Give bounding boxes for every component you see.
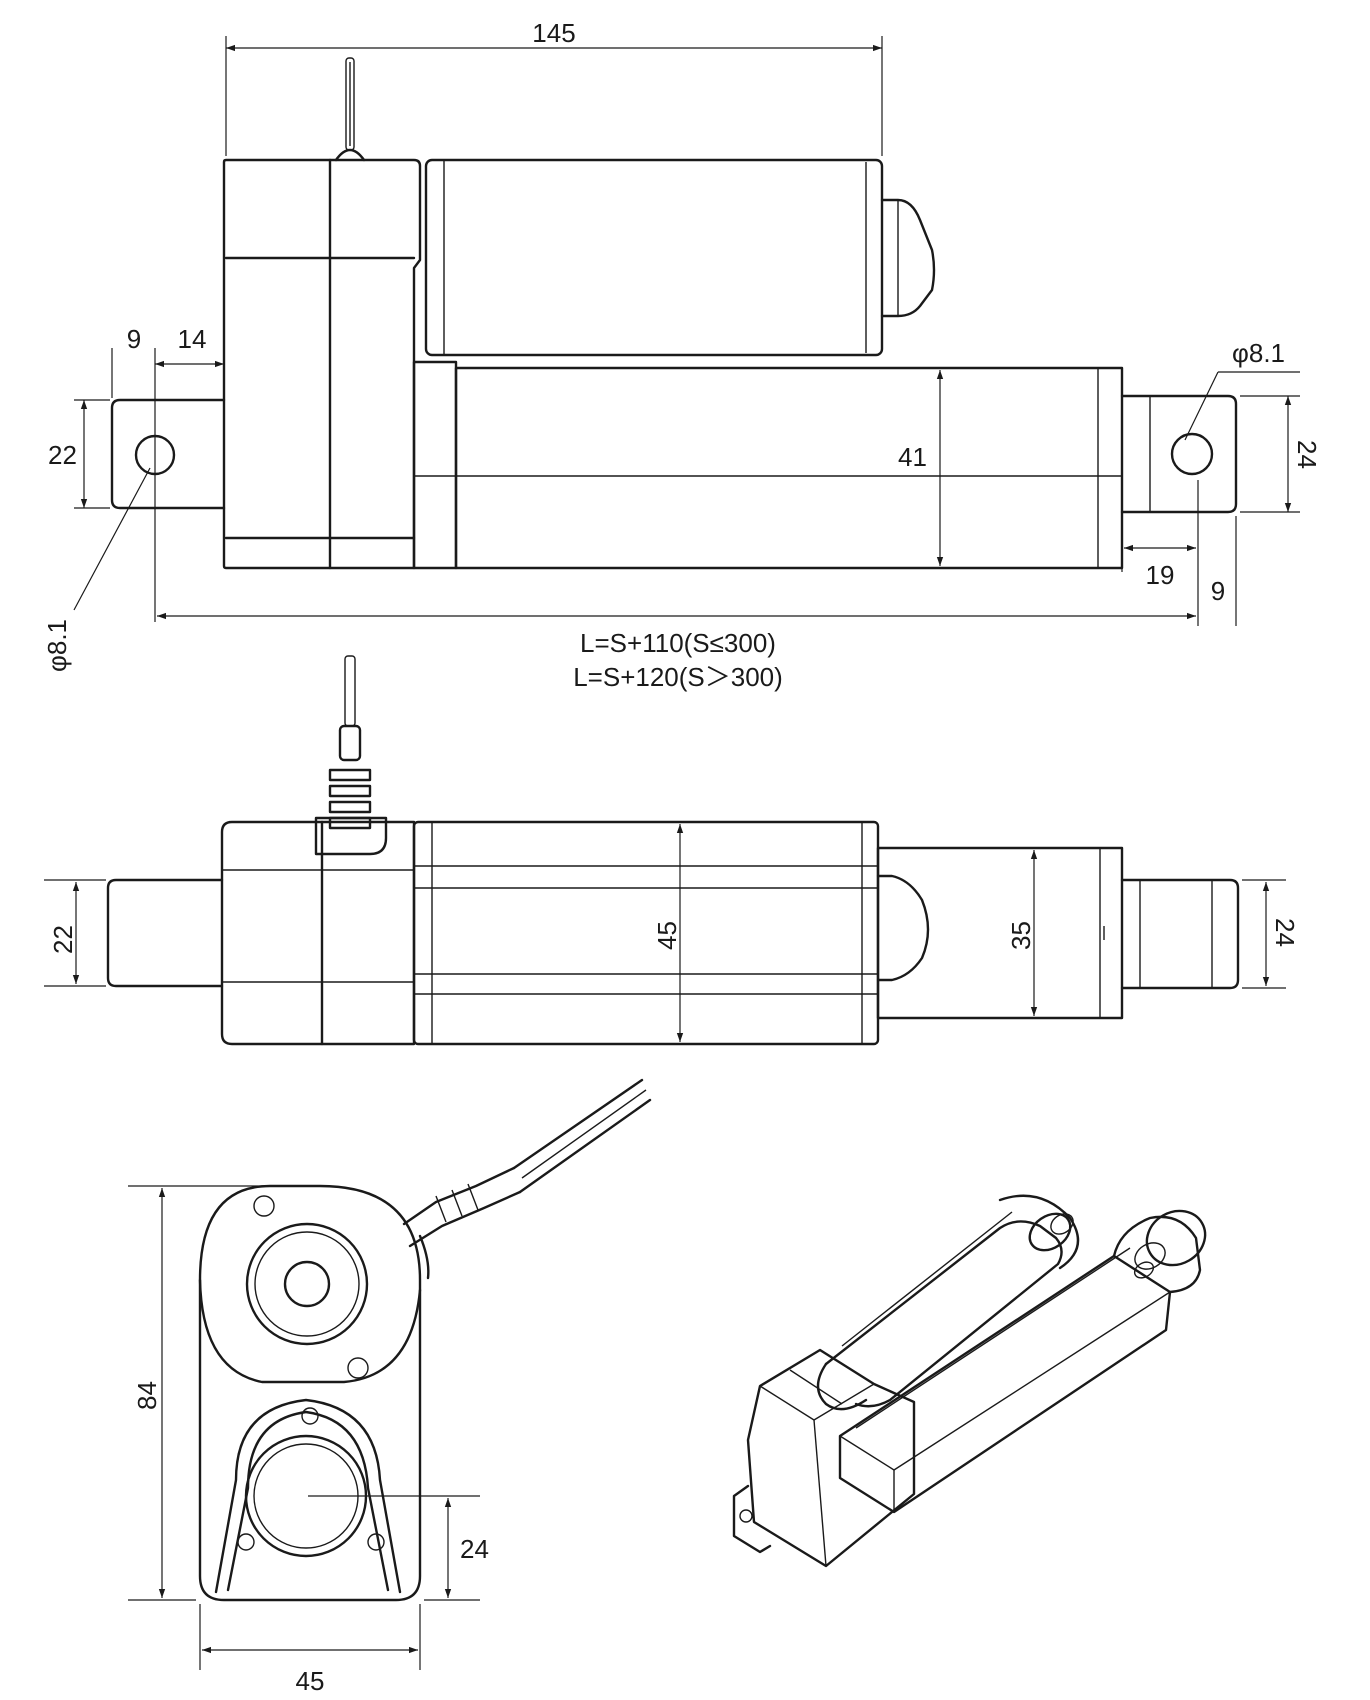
end-cable <box>402 1078 652 1280</box>
top-motor <box>412 820 930 1046</box>
dim-end-height: 84 <box>132 1381 162 1410</box>
isometric-view <box>732 1194 1207 1568</box>
top-cable <box>314 655 388 856</box>
dim-end-width: 45 <box>296 1666 325 1696</box>
end-view: 84 24 45 <box>128 1078 652 1696</box>
dim-hole-dia-left: φ8.1 <box>42 619 72 672</box>
dim-top-body-height: 45 <box>652 921 682 950</box>
side-rear-clevis <box>110 398 226 510</box>
dim-top-clevis-height: 22 <box>48 925 78 954</box>
iso-gearbox <box>732 1348 916 1568</box>
top-tube <box>876 846 1124 1020</box>
dim-top-rod-height: 24 <box>1270 918 1300 947</box>
length-formula-long: L=S+120(S＞300) <box>573 662 783 692</box>
dim-rod-eye-offset: 9 <box>1211 576 1225 606</box>
iso-motor <box>816 1194 1080 1411</box>
top-rear-clevis <box>106 878 224 988</box>
dim-rod-end-len: 19 <box>1146 560 1175 590</box>
side-cable <box>334 57 366 162</box>
end-dimensions: 84 24 45 <box>128 1185 489 1696</box>
iso-tube <box>838 1247 1172 1514</box>
end-lower-housing <box>214 1398 480 1594</box>
side-tube <box>412 360 1124 570</box>
side-gearbox <box>222 158 422 570</box>
dim-eye-offset: 9 <box>127 324 141 354</box>
top-dimensions: 22 45 35 24 <box>44 824 1300 1042</box>
dim-clevis-height: 22 <box>48 440 77 470</box>
top-gearbox <box>220 820 416 1046</box>
dim-rod-height: 24 <box>1292 440 1322 469</box>
dim-hole-dia-right: φ8.1 <box>1232 338 1285 368</box>
dim-top-tube-height: 35 <box>1006 921 1036 950</box>
side-dimensions: 145 9 14 22 φ8.1 41 φ8.1 24 <box>42 18 1322 692</box>
length-formula-short: L=S+110(S≤300) <box>580 628 776 658</box>
side-view: 145 9 14 22 φ8.1 41 φ8.1 24 <box>42 18 1322 692</box>
side-motor <box>424 158 936 357</box>
top-view: 22 45 35 24 <box>44 655 1300 1046</box>
side-rod-end <box>1120 394 1238 514</box>
top-rod-end <box>1120 878 1240 990</box>
dim-mount-len: 14 <box>178 324 207 354</box>
end-housing <box>198 1184 422 1602</box>
dim-tube-height: 41 <box>898 442 927 472</box>
iso-rod-end <box>1112 1209 1207 1294</box>
dim-end-axis-offset: 24 <box>460 1534 489 1564</box>
dim-overall-top: 145 <box>532 18 575 48</box>
